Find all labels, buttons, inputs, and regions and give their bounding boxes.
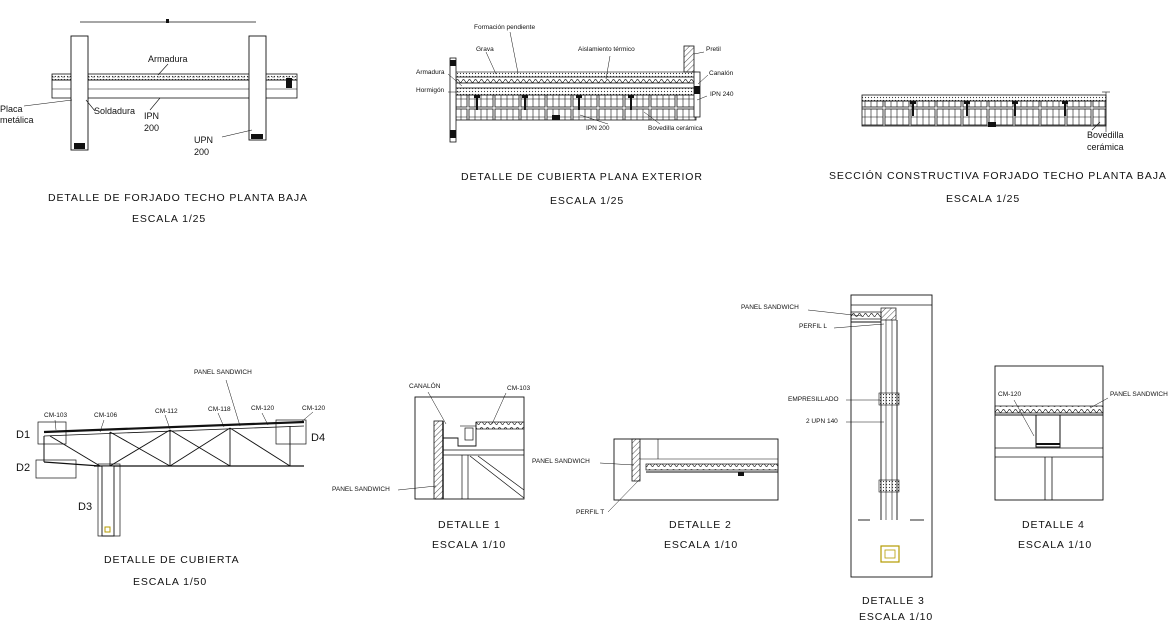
label-d2: D2 [16,462,31,474]
label-metalica: metálica [0,115,34,125]
label-2upn140: 2 UPN 140 [806,418,838,425]
label-cm118: CM-118 [208,406,231,413]
label-upn-size: 200 [194,147,210,157]
label-soldadura: Soldadura [94,106,136,116]
title-detalle1: DETALLE 1 [438,519,501,531]
label-pretil: Pretil [706,46,721,53]
detalle1-drawing [397,391,525,500]
label-placa: Placa [0,104,23,114]
label-cm103: CM-103 [44,412,68,419]
label-bovedilla: Bovedilla cerámica [648,125,703,132]
forjado-detail [23,19,298,151]
label-aislamiento: Aislamiento térmico [578,46,635,53]
label-perfil-l: PERFIL L [799,323,827,330]
detalle2-drawing [599,438,779,513]
label-cm103-d1: CM-103 [507,385,531,392]
label-cm120b: CM-120 [302,405,326,412]
label-panel-d4: PANEL SANDWICH [1110,391,1168,398]
label-upn: UPN [194,135,214,145]
detalle3-drawing [807,294,933,578]
label-armadura: Armadura [148,54,188,64]
scale-detalle2: ESCALA 1/10 [664,539,739,551]
label-d1: D1 [16,429,31,441]
label-cm120-d4: CM-120 [998,391,1022,398]
label-canalon-d1: CANALÓN [409,383,441,390]
label-canalon: Canalón [709,70,734,77]
label-formacion: Formación pendiente [474,24,536,31]
label-bovedilla-seccion: Bovedilla [1087,130,1124,140]
title-cubierta: DETALLE DE CUBIERTA [104,554,240,566]
label-grava: Grava [476,46,494,53]
label-ipn-size: 200 [144,123,160,133]
label-panel-d1: PANEL SANDWICH [332,486,390,493]
scale-cubierta-plana: ESCALA 1/25 [550,195,625,207]
title-detalle4: DETALLE 4 [1022,519,1085,531]
label-ceramica-seccion: cerámica [1087,142,1124,152]
label-cm112: CM-112 [155,408,178,415]
label-d4: D4 [311,432,326,444]
label-d3: D3 [78,501,93,513]
scale-cubierta: ESCALA 1/50 [133,576,208,588]
cubierta-plana-detail [447,31,709,143]
cubierta-truss [35,379,314,537]
scale-forjado: ESCALA 1/25 [132,213,207,225]
label-panel-d3: PANEL SANDWICH [741,304,799,311]
label-ipn: IPN [144,111,160,121]
label-armadura-plana: Armadura [416,69,445,76]
label-hormigon: Hormigón [416,87,445,94]
scale-seccion: ESCALA 1/25 [946,193,1021,205]
title-detalle2: DETALLE 2 [669,519,732,531]
label-ipn240: IPN 240 [710,91,734,98]
scale-detalle3: ESCALA 1/10 [859,611,934,623]
label-cm120a: CM-120 [251,405,275,412]
label-empresillado: EMPRESILLADO [788,396,839,403]
seccion-detail [861,91,1110,132]
label-cm106: CM-106 [94,412,118,419]
title-seccion: SECCIÓN CONSTRUCTIVA FORJADO TECHO PLANT… [829,170,1167,182]
detalle4-drawing [994,365,1109,501]
label-ipn200: IPN 200 [586,125,610,132]
scale-detalle1: ESCALA 1/10 [432,539,507,551]
label-panel-cubierta: PANEL SANDWICH [194,369,252,376]
label-perfil-t: PERFIL T [576,509,605,516]
title-cubierta-plana: DETALLE DE CUBIERTA PLANA EXTERIOR [461,171,703,183]
scale-detalle4: ESCALA 1/10 [1018,539,1093,551]
title-detalle3: DETALLE 3 [862,595,925,607]
label-panel-d2: PANEL SANDWICH [532,458,590,465]
title-forjado: DETALLE DE FORJADO TECHO PLANTA BAJA [48,192,308,204]
